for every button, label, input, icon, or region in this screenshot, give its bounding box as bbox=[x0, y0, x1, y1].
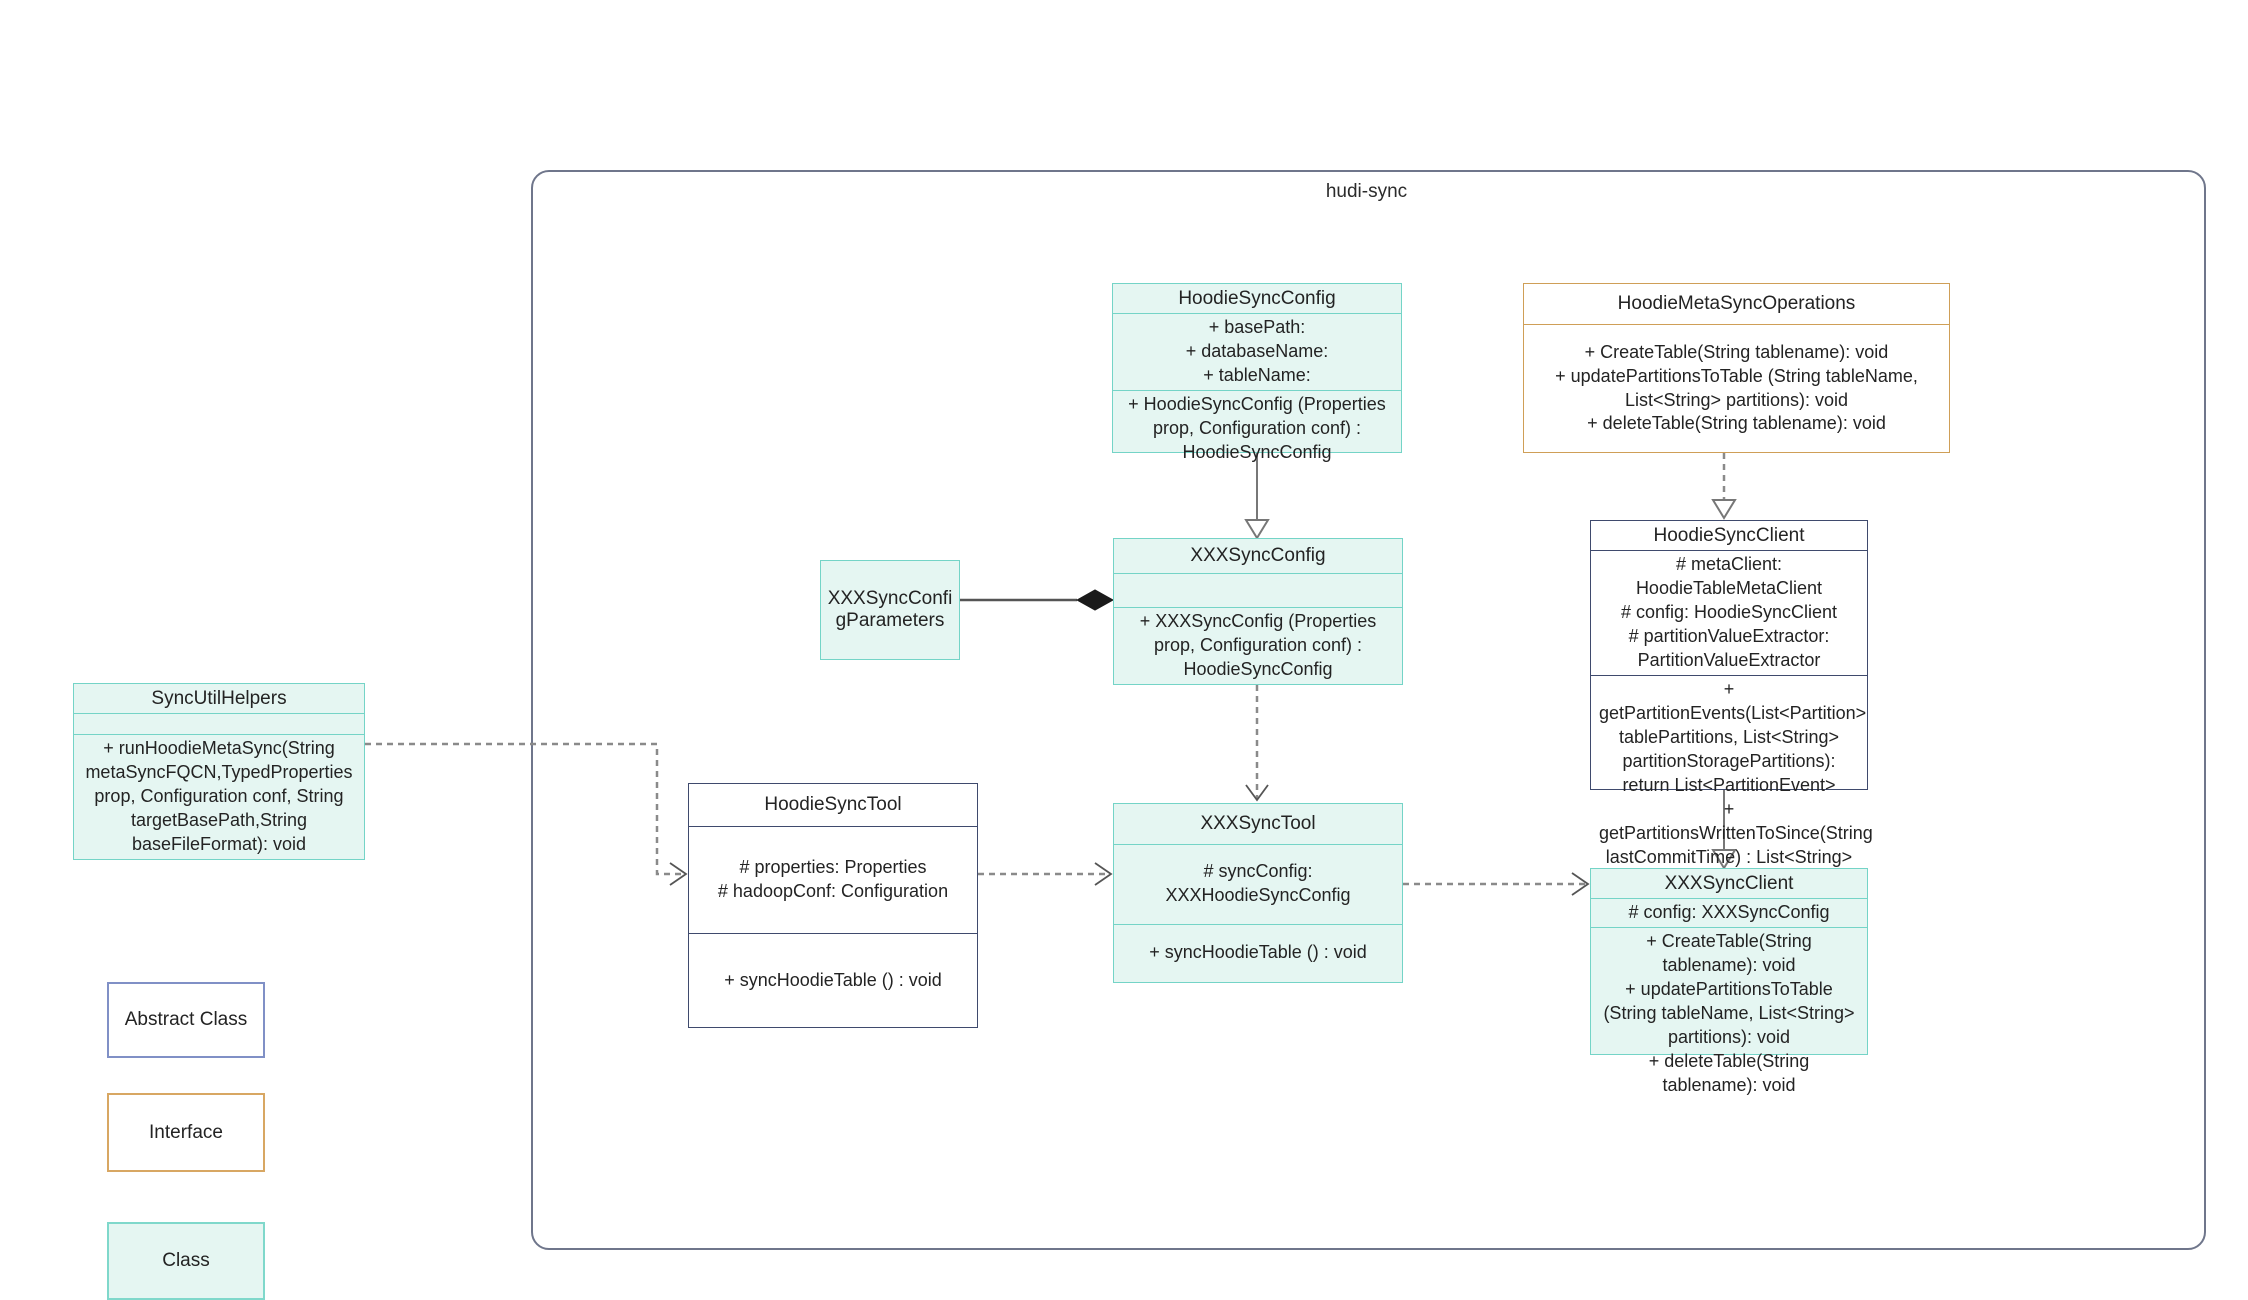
interface-methods: + CreateTable(String tablename): void + … bbox=[1524, 324, 1949, 452]
attribute-line: + basePath: bbox=[1208, 317, 1306, 338]
method-line: + syncHoodieTable () : void bbox=[1149, 942, 1367, 963]
method-line: + HoodieSyncConfig (Properties prop, Con… bbox=[1128, 394, 1386, 462]
legend-label: Class bbox=[162, 1250, 210, 1271]
class-box-sync-util-helpers: SyncUtilHelpers + runHoodieMetaSync(Stri… bbox=[73, 683, 365, 860]
method-line: + getPartitionEvents(List<Partition> tab… bbox=[1599, 678, 1867, 795]
attribute-line: # config: HoodieSyncClient bbox=[1620, 602, 1838, 623]
legend-interface: Interface bbox=[107, 1093, 265, 1172]
class-box-xxx-sync-config-parameters: XXXSyncConfigParameters bbox=[820, 560, 960, 660]
legend-class: Class bbox=[107, 1222, 265, 1300]
method-line: + XXXSyncConfig (Properties prop, Config… bbox=[1139, 611, 1377, 680]
method-line: + getPartitionsWrittenToSince(String las… bbox=[1599, 798, 1873, 867]
interface-box-hoodie-meta-sync-operations: HoodieMetaSyncOperations + CreateTable(S… bbox=[1523, 283, 1950, 453]
class-attributes bbox=[74, 713, 364, 734]
class-title: HoodieSyncConfig bbox=[1178, 288, 1336, 309]
class-box-xxx-sync-client: XXXSyncClient # config: XXXSyncConfig + … bbox=[1590, 868, 1868, 1095]
class-title: SyncUtilHelpers bbox=[151, 688, 287, 709]
legend-label: Abstract Class bbox=[124, 1009, 248, 1030]
method-line: + CreateTable(String tablename): void bbox=[1646, 931, 1812, 976]
class-title: HoodieSyncTool bbox=[764, 794, 902, 816]
class-title: XXXSyncConfigParameters bbox=[827, 588, 953, 631]
class-methods: + XXXSyncConfig (Properties prop, Config… bbox=[1114, 607, 1402, 684]
class-attributes bbox=[1114, 573, 1402, 607]
hudi-sync-label: hudi-sync bbox=[1325, 181, 1408, 202]
class-attributes: # config: XXXSyncConfig bbox=[1591, 898, 1867, 927]
class-methods: + HoodieSyncConfig (Properties prop, Con… bbox=[1113, 390, 1401, 467]
method-line: + runHoodieMetaSync(String metaSyncFQCN,… bbox=[85, 738, 353, 855]
class-methods: + runHoodieMetaSync(String metaSyncFQCN,… bbox=[74, 734, 364, 859]
class-attributes: + basePath: + databaseName: + tableName: bbox=[1113, 313, 1401, 390]
legend-abstract-class: Abstract Class bbox=[107, 982, 265, 1058]
attribute-line: # hadoopConf: Configuration bbox=[717, 881, 949, 902]
attribute-line: # partitionValueExtractor: PartitionValu… bbox=[1628, 626, 1830, 671]
method-line: + CreateTable(String tablename): void bbox=[1584, 341, 1889, 362]
abstract-class-box-hoodie-sync-client: HoodieSyncClient # metaClient: HoodieTab… bbox=[1590, 520, 1873, 867]
abstract-class-box-hoodie-sync-tool: HoodieSyncTool # properties: Properties … bbox=[688, 783, 978, 1028]
method-line: + deleteTable(String tablename): void bbox=[1587, 413, 1886, 434]
class-attributes: # metaClient: HoodieTableMetaClient # co… bbox=[1591, 550, 1867, 675]
attribute-line: + tableName: bbox=[1203, 365, 1311, 386]
attribute-line: # syncConfig: XXXHoodieSyncConfig bbox=[1165, 861, 1351, 906]
attribute-line: + databaseName: bbox=[1185, 341, 1329, 362]
class-title: HoodieSyncClient bbox=[1653, 525, 1805, 546]
attribute-line: # metaClient: HoodieTableMetaClient bbox=[1635, 554, 1823, 599]
class-methods: + syncHoodieTable () : void bbox=[1114, 923, 1402, 982]
class-methods: + syncHoodieTable () : void bbox=[689, 933, 977, 1027]
hudi-sync-container bbox=[531, 170, 2206, 1250]
method-line: + syncHoodieTable () : void bbox=[724, 969, 942, 990]
attribute-line: # properties: Properties bbox=[739, 857, 927, 878]
class-title: XXXSyncTool bbox=[1200, 813, 1316, 835]
method-line: + updatePartitionsToTable (String tableN… bbox=[1603, 979, 1855, 1047]
class-box-xxx-sync-config: XXXSyncConfig + XXXSyncConfig (Propertie… bbox=[1113, 538, 1403, 685]
legend-label: Interface bbox=[149, 1121, 223, 1143]
class-box-xxx-sync-tool: XXXSyncTool # syncConfig: XXXHoodieSyncC… bbox=[1113, 803, 1403, 983]
class-attributes: # properties: Properties # hadoopConf: C… bbox=[689, 826, 977, 933]
class-attributes: # syncConfig: XXXHoodieSyncConfig bbox=[1114, 844, 1402, 924]
class-methods: + getPartitionEvents(List<Partition> tab… bbox=[1591, 674, 1873, 872]
method-line: + deleteTable(String tablename): void bbox=[1648, 1050, 1810, 1095]
method-line: + updatePartitionsToTable (String tableN… bbox=[1555, 365, 1918, 410]
interface-title: HoodieMetaSyncOperations bbox=[1617, 293, 1856, 315]
class-box-hoodie-sync-config: HoodieSyncConfig + basePath: + databaseN… bbox=[1112, 283, 1402, 462]
attribute-line: # config: XXXSyncConfig bbox=[1628, 902, 1830, 923]
class-title: XXXSyncConfig bbox=[1190, 545, 1326, 567]
class-title: XXXSyncClient bbox=[1664, 873, 1794, 894]
class-methods: + CreateTable(String tablename): void + … bbox=[1591, 927, 1867, 1100]
